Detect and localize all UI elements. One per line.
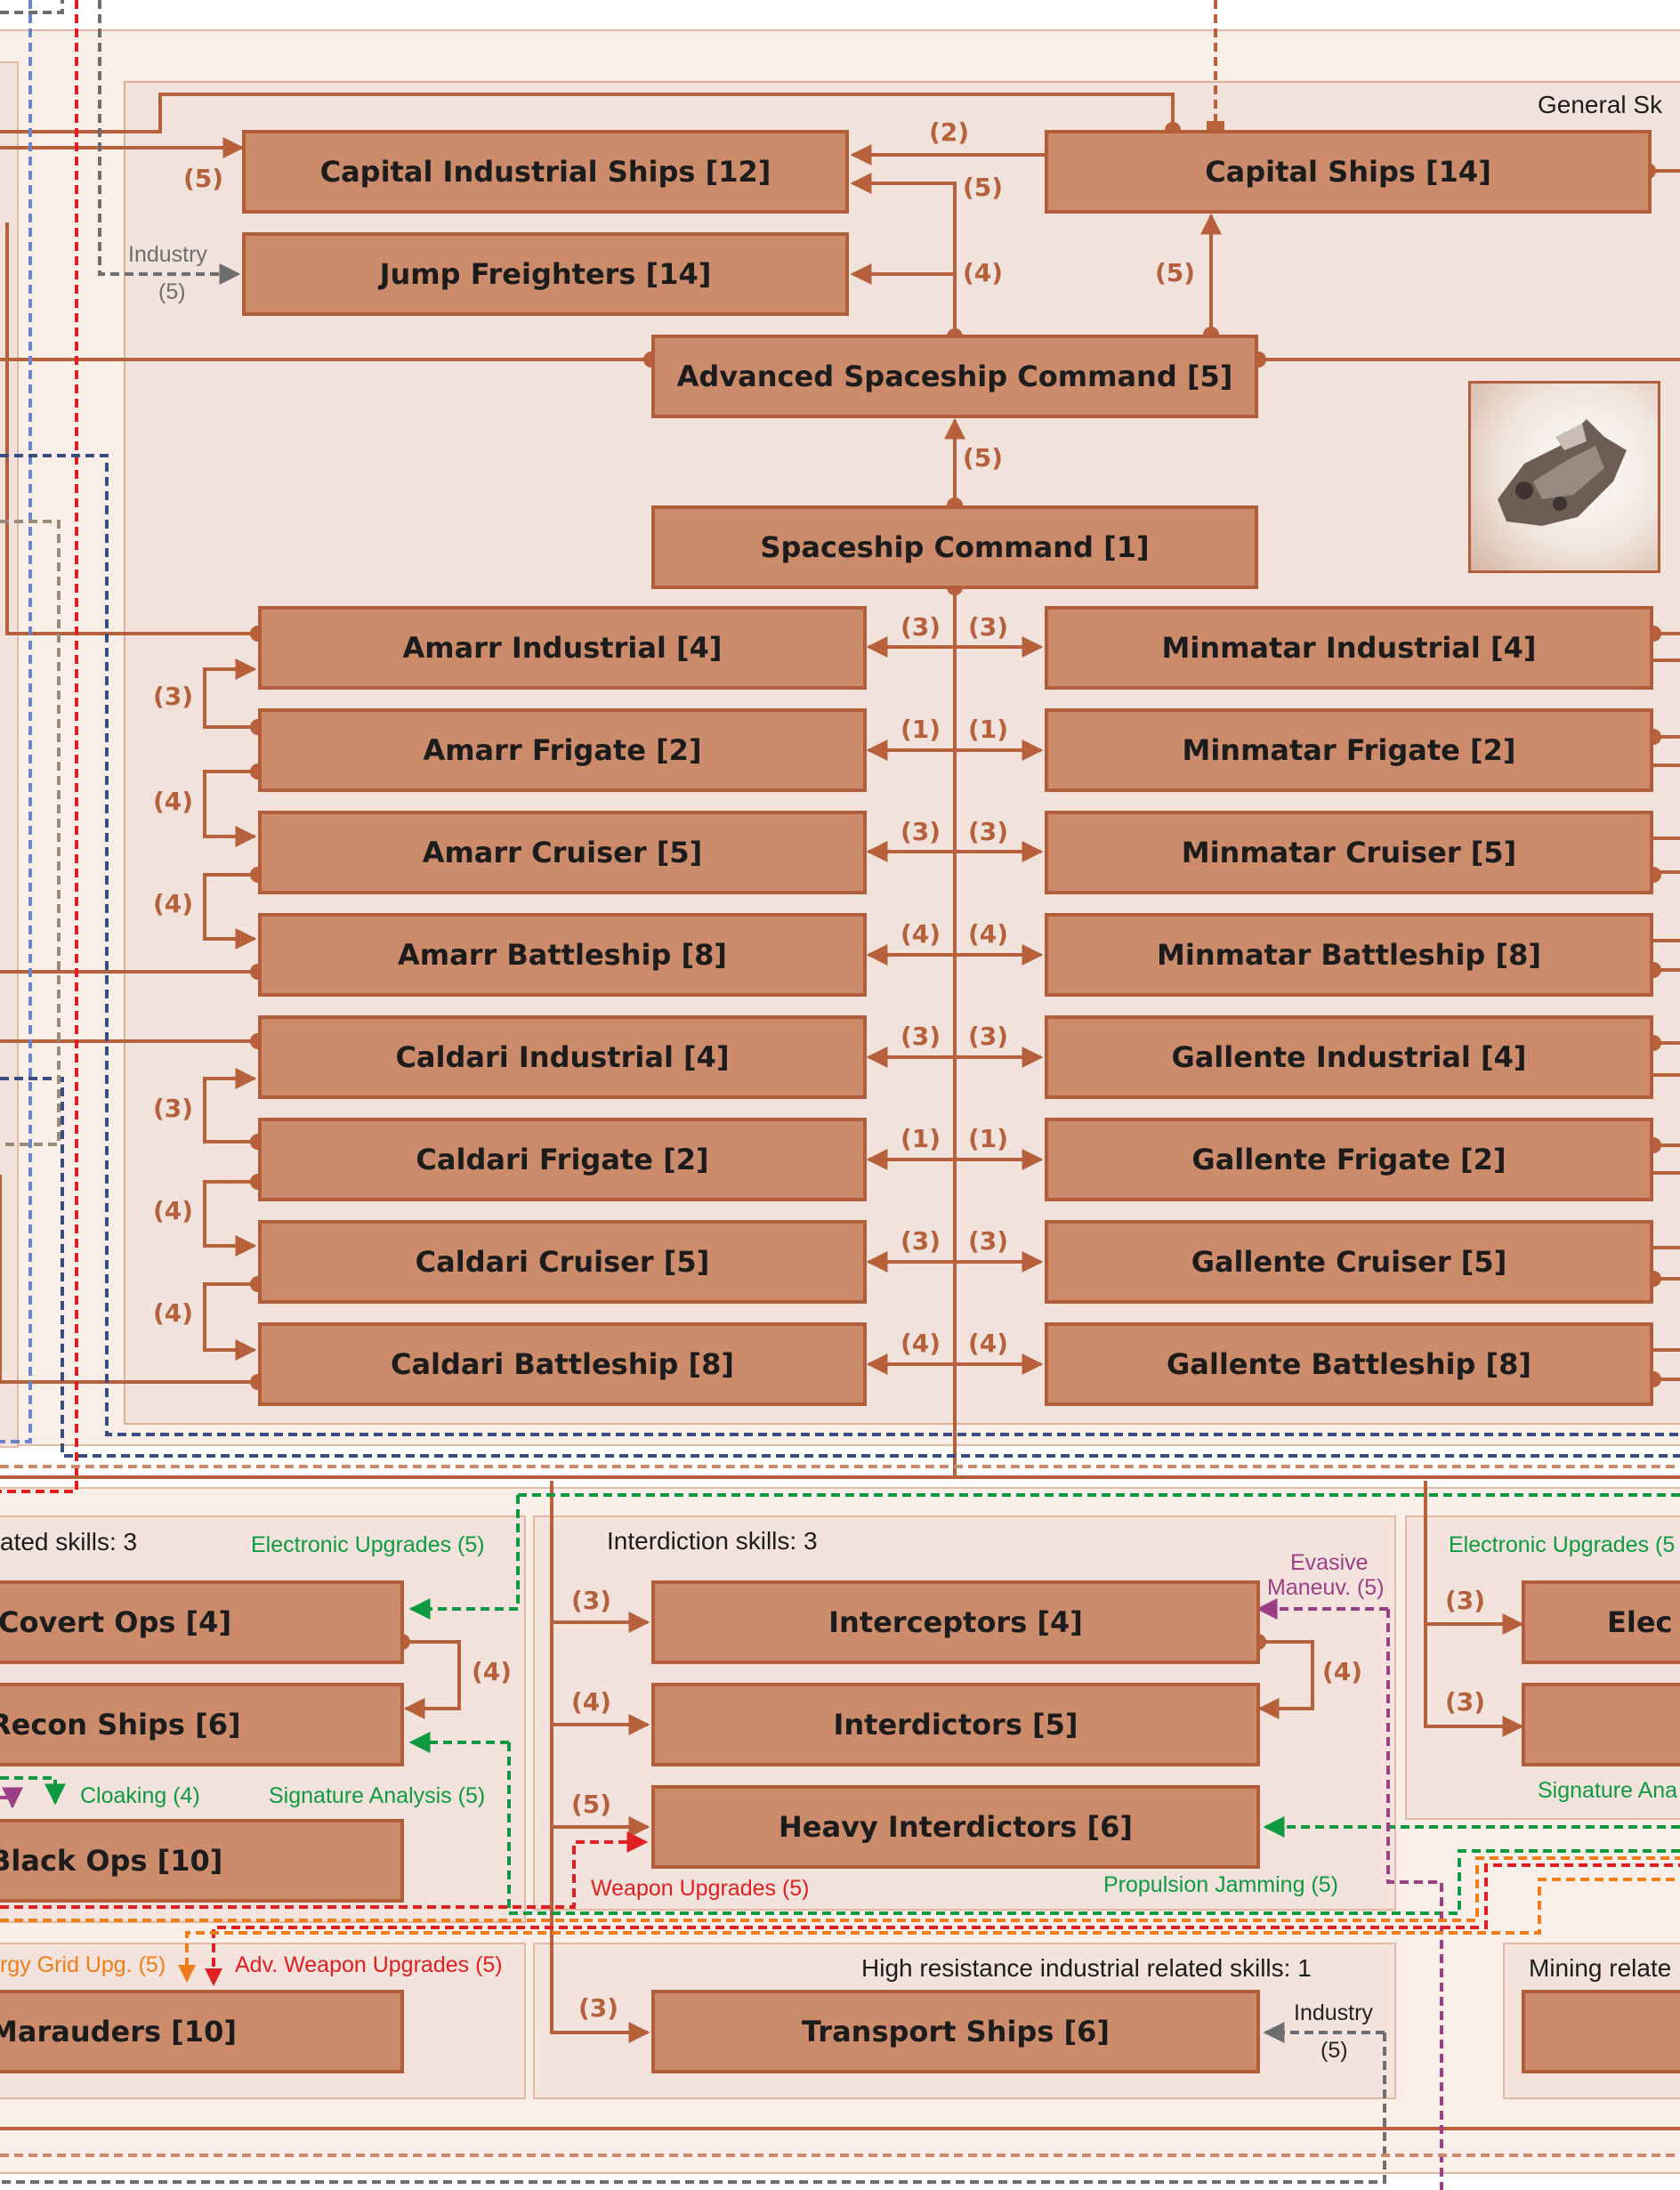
edge-label: (4) bbox=[968, 919, 1008, 949]
edge-label: (3) bbox=[968, 1226, 1008, 1256]
edge-label: (3) bbox=[571, 1586, 611, 1615]
skill-label-signature-analysis: Signature Analysis (5) bbox=[269, 1783, 485, 1809]
edge-label: (4) bbox=[1322, 1657, 1362, 1686]
node-recon-ships[interactable]: Recon Ships [6] bbox=[0, 1683, 404, 1766]
skill-label-evasive: Evasive bbox=[1290, 1550, 1369, 1576]
edge-label: (3) bbox=[968, 1022, 1008, 1051]
node-caldari-battleship[interactable]: Caldari Battleship [8] bbox=[258, 1322, 867, 1406]
edge-label: (4) bbox=[571, 1687, 611, 1717]
node-caldari-cruiser[interactable]: Caldari Cruiser [5] bbox=[258, 1220, 867, 1304]
edge-label: (4) bbox=[153, 787, 193, 816]
edge-label: (2) bbox=[929, 117, 969, 147]
node-gallente-cruiser[interactable]: Gallente Cruiser [5] bbox=[1045, 1220, 1653, 1304]
edge-label: (1) bbox=[968, 715, 1008, 744]
section-title-mining: Mining relate bbox=[1529, 1954, 1671, 1983]
node-capital-ships[interactable]: Capital Ships [14] bbox=[1045, 130, 1652, 214]
node-covert-ops[interactable]: Covert Ops [4] bbox=[0, 1580, 404, 1664]
edge-label: (5) bbox=[1155, 258, 1195, 287]
skill-label-signature-analysis-right: Signature Ana bbox=[1538, 1778, 1677, 1804]
edge-label: (3) bbox=[901, 1022, 941, 1051]
node-caldari-industrial[interactable]: Caldari Industrial [4] bbox=[258, 1015, 867, 1099]
edge-label: (4) bbox=[472, 1657, 512, 1686]
node-minmatar-frigate[interactable]: Minmatar Frigate [2] bbox=[1045, 708, 1653, 792]
edge-label: (1) bbox=[968, 1124, 1008, 1153]
node-interceptors[interactable]: Interceptors [4] bbox=[651, 1580, 1260, 1664]
node-transport-ships[interactable]: Transport Ships [6] bbox=[651, 1990, 1260, 2073]
node-gallente-frigate[interactable]: Gallente Frigate [2] bbox=[1045, 1118, 1653, 1201]
edge-label: (4) bbox=[901, 1329, 941, 1358]
section-title-covert: ated skills: 3 bbox=[0, 1528, 137, 1556]
edge-label: (1) bbox=[901, 715, 941, 744]
node-spaceship-command[interactable]: Spaceship Command [1] bbox=[651, 505, 1258, 589]
skill-label-cloaking: Cloaking (4) bbox=[80, 1783, 200, 1809]
node-caldari-frigate[interactable]: Caldari Frigate [2] bbox=[258, 1118, 867, 1201]
skill-label-propulsion-jamming: Propulsion Jamming (5) bbox=[1103, 1872, 1338, 1898]
edge-label: (4) bbox=[153, 1298, 193, 1328]
node-electronic-label: Elec bbox=[1607, 1605, 1673, 1639]
edge-label: (3) bbox=[153, 682, 193, 711]
skill-label-industry-jf: Industry bbox=[128, 242, 207, 268]
edge-label: (5) bbox=[571, 1790, 611, 1819]
edge-label: (3) bbox=[1445, 1586, 1485, 1615]
skill-label-weapon-upgrades: Weapon Upgrades (5) bbox=[591, 1876, 810, 1902]
skill-level-industry-transport: (5) bbox=[1321, 2038, 1348, 2064]
node-heavy-interdictors[interactable]: Heavy Interdictors [6] bbox=[651, 1785, 1260, 1869]
skill-label-electronic-upgrades: Electronic Upgrades (5) bbox=[251, 1532, 485, 1558]
node-capital-industrial-ships[interactable]: Capital Industrial Ships [12] bbox=[242, 130, 849, 214]
edge-label: (3) bbox=[1445, 1687, 1485, 1717]
node-amarr-battleship[interactable]: Amarr Battleship [8] bbox=[258, 913, 867, 997]
edge-label: (3) bbox=[901, 817, 941, 846]
section-title-general: General Sk bbox=[1538, 91, 1662, 119]
edge-label: (3) bbox=[153, 1094, 193, 1123]
skill-level-industry-jf: (5) bbox=[158, 279, 186, 305]
edge-label: (4) bbox=[901, 919, 941, 949]
edge-label: (3) bbox=[968, 612, 1008, 642]
node-covert-ops-label: Covert Ops [4] bbox=[0, 1605, 231, 1639]
node-black-ops-label: Black Ops [10] bbox=[0, 1844, 222, 1878]
skill-label-evasive-level: Maneuv. (5) bbox=[1267, 1575, 1385, 1601]
section-title-high-resistance: High resistance industrial related skill… bbox=[861, 1954, 1312, 1983]
node-interdictors[interactable]: Interdictors [5] bbox=[651, 1683, 1260, 1766]
edge-label: (4) bbox=[963, 258, 1003, 287]
edge-label: (4) bbox=[153, 889, 193, 918]
node-amarr-industrial[interactable]: Amarr Industrial [4] bbox=[258, 606, 867, 690]
edge-label: (3) bbox=[901, 1226, 941, 1256]
node-amarr-frigate[interactable]: Amarr Frigate [2] bbox=[258, 708, 867, 792]
node-amarr-cruiser[interactable]: Amarr Cruiser [5] bbox=[258, 811, 867, 894]
node-marauders-label: Marauders [10] bbox=[0, 2015, 237, 2049]
node-minmatar-cruiser[interactable]: Minmatar Cruiser [5] bbox=[1045, 811, 1653, 894]
edge-label: (4) bbox=[968, 1329, 1008, 1358]
node-minmatar-battleship[interactable]: Minmatar Battleship [8] bbox=[1045, 913, 1653, 997]
node-mining-partial[interactable] bbox=[1522, 1990, 1680, 2073]
ship-portrait-icon bbox=[1468, 381, 1660, 573]
node-electronic-partial-2[interactable] bbox=[1522, 1683, 1680, 1766]
edge-label: (3) bbox=[968, 817, 1008, 846]
node-marauders[interactable]: Marauders [10] bbox=[0, 1990, 404, 2073]
edge-label: (5) bbox=[963, 443, 1003, 473]
skill-label-electronic-upgrades-right: Electronic Upgrades (5 bbox=[1449, 1532, 1675, 1558]
node-gallente-battleship[interactable]: Gallente Battleship [8] bbox=[1045, 1322, 1653, 1406]
edge-label: (5) bbox=[183, 164, 223, 193]
node-recon-ships-label: Recon Ships [6] bbox=[0, 1708, 241, 1741]
node-black-ops[interactable]: Black Ops [10] bbox=[0, 1819, 404, 1903]
edge-label: (3) bbox=[578, 1993, 618, 2023]
node-jump-freighters[interactable]: Jump Freighters [14] bbox=[242, 232, 849, 316]
skill-label-industry-transport: Industry bbox=[1294, 2000, 1373, 2026]
section-title-interdiction: Interdiction skills: 3 bbox=[607, 1527, 818, 1556]
node-minmatar-industrial[interactable]: Minmatar Industrial [4] bbox=[1045, 606, 1653, 690]
skill-label-energy-grid: rgy Grid Upg. (5) bbox=[0, 1952, 166, 1978]
edge-label: (5) bbox=[963, 173, 1003, 202]
node-gallente-industrial[interactable]: Gallente Industrial [4] bbox=[1045, 1015, 1653, 1099]
skill-label-adv-weapon-upgrades: Adv. Weapon Upgrades (5) bbox=[235, 1952, 503, 1978]
ship-silhouette-icon bbox=[1471, 384, 1658, 570]
node-electronic-partial[interactable]: Elec bbox=[1522, 1580, 1680, 1664]
edge-label: (1) bbox=[901, 1124, 941, 1153]
edge-label: (3) bbox=[901, 612, 941, 642]
node-advanced-spaceship-command[interactable]: Advanced Spaceship Command [5] bbox=[651, 335, 1258, 418]
edge-label: (4) bbox=[153, 1196, 193, 1225]
